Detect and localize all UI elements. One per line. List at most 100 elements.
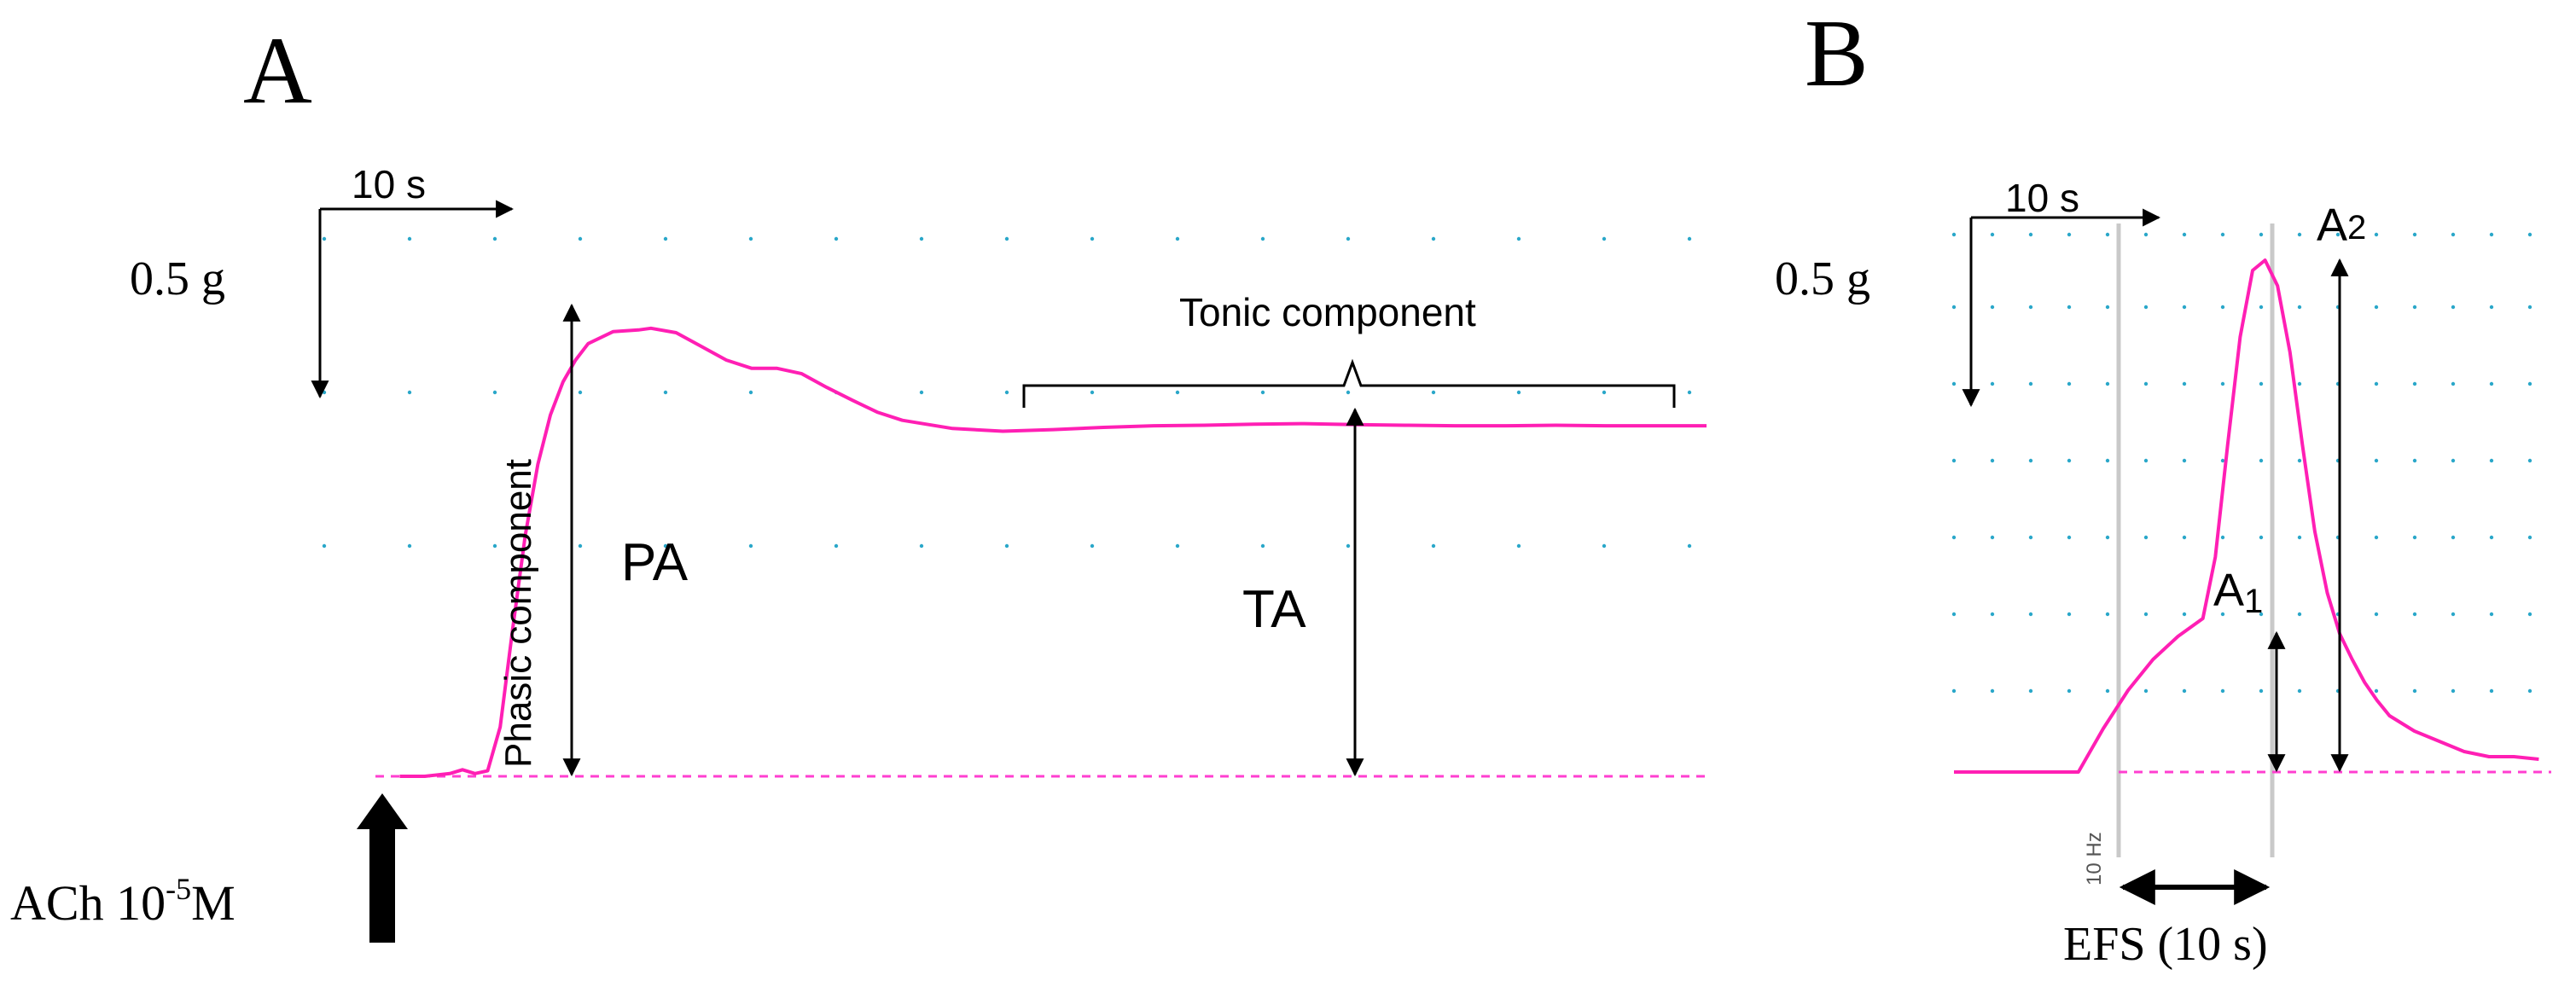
grid-dot xyxy=(492,236,497,241)
grid-dot xyxy=(2489,612,2494,617)
grid-dot xyxy=(663,390,668,395)
grid-dot xyxy=(2105,381,2110,386)
panel-a-tonic-component-label: Tonic component xyxy=(1179,290,1476,334)
grid-dot xyxy=(1951,612,1957,617)
grid-dot xyxy=(2182,305,2187,310)
grid-dot xyxy=(2412,381,2417,386)
grid-dot xyxy=(919,236,924,241)
panel-a: A 10 s 0.5 g Phasic component PA Tonic c… xyxy=(10,18,1707,943)
grid-dot xyxy=(919,390,924,395)
panel-b-frequency-label: 10 Hz xyxy=(2083,832,2106,885)
grid-dot xyxy=(2067,305,2072,310)
panel-a-ta-label: TA xyxy=(1242,580,1306,639)
grid-dot xyxy=(748,390,753,395)
grid-dot xyxy=(748,543,753,549)
panel-a-time-scale-label: 10 s xyxy=(352,162,426,206)
grid-dot xyxy=(1431,390,1436,395)
panel-b-efs-label: EFS (10 s) xyxy=(2063,918,2268,971)
grid-dot xyxy=(1951,232,1957,237)
grid-dot xyxy=(2527,688,2532,694)
grid-dot xyxy=(2182,688,2187,694)
grid-dot xyxy=(1990,305,1995,310)
grid-dot xyxy=(2028,232,2033,237)
grid-dot xyxy=(2489,381,2494,386)
panel-b-a2-label: A2 xyxy=(2317,200,2366,251)
panel-a-force-scale-label: 0.5 g xyxy=(130,253,225,305)
grid-dot xyxy=(1431,236,1436,241)
grid-dot xyxy=(748,236,753,241)
grid-dot xyxy=(2489,232,2494,237)
grid-dot xyxy=(2527,535,2532,540)
grid-dot xyxy=(1346,236,1351,241)
grid-dot xyxy=(1090,543,1095,549)
grid-dot xyxy=(1175,236,1180,241)
grid-dot xyxy=(2143,381,2149,386)
grid-dot xyxy=(1004,390,1009,395)
panel-a-stimulus-arrow xyxy=(357,793,408,943)
grid-dot xyxy=(2220,612,2225,617)
grid-dot xyxy=(2143,232,2149,237)
grid-dot xyxy=(2105,612,2110,617)
grid-dot xyxy=(2028,458,2033,463)
grid-dot xyxy=(2259,232,2264,237)
grid-dot xyxy=(1004,236,1009,241)
grid-dot xyxy=(1602,236,1607,241)
grid-dot xyxy=(2182,535,2187,540)
grid-dot xyxy=(2297,232,2302,237)
a2-subscript: 2 xyxy=(2347,209,2366,247)
panel-b-label: B xyxy=(1805,1,1869,107)
grid-dot xyxy=(2451,305,2456,310)
grid-dot xyxy=(2143,688,2149,694)
panel-b-scale-bar: 10 s 0.5 g xyxy=(1775,176,2161,408)
grid-dot xyxy=(2297,381,2302,386)
grid-dot xyxy=(663,543,668,549)
grid-dot xyxy=(2489,458,2494,463)
grid-dot xyxy=(1516,390,1521,395)
grid-dot xyxy=(2105,305,2110,310)
grid-dot xyxy=(2143,458,2149,463)
grid-dot xyxy=(2374,381,2379,386)
grid-dot xyxy=(2182,232,2187,237)
grid-dot xyxy=(2374,535,2379,540)
grid-dot xyxy=(2259,612,2264,617)
grid-dot xyxy=(919,543,924,549)
grid-dot xyxy=(1951,305,1957,310)
stimulus-label-exponent: -5 xyxy=(166,872,191,906)
grid-dot xyxy=(2182,381,2187,386)
grid-dot xyxy=(2105,688,2110,694)
grid-dot xyxy=(2259,381,2264,386)
grid-dot xyxy=(2028,612,2033,617)
grid-dot xyxy=(1990,688,1995,694)
grid-dot xyxy=(2220,535,2225,540)
a1-base: A xyxy=(2213,565,2244,616)
grid-dot xyxy=(2297,458,2302,463)
grid-dot xyxy=(578,236,583,241)
grid-dot xyxy=(2451,381,2456,386)
grid-dot xyxy=(2412,458,2417,463)
grid-dot xyxy=(2105,232,2110,237)
grid-dot xyxy=(1990,381,1995,386)
grid-dot xyxy=(2259,688,2264,694)
grid-dot xyxy=(1990,612,1995,617)
panel-a-pa-label: PA xyxy=(621,533,689,592)
panel-b-force-scale-label: 0.5 g xyxy=(1775,253,1870,305)
grid-dot xyxy=(2489,688,2494,694)
grid-dot xyxy=(578,390,583,395)
stimulus-label-main: ACh 10 xyxy=(10,875,166,931)
grid-dot xyxy=(1990,535,1995,540)
grid-dot xyxy=(1260,390,1265,395)
grid-dot xyxy=(834,543,839,549)
grid-dot xyxy=(2028,535,2033,540)
grid-dot xyxy=(407,543,412,549)
grid-dot xyxy=(2451,535,2456,540)
panel-a-stimulus-label: ACh 10-5M xyxy=(10,872,236,931)
grid-dot xyxy=(2527,381,2532,386)
grid-dot xyxy=(2297,535,2302,540)
a2-base: A xyxy=(2317,200,2347,251)
grid-dot xyxy=(1090,236,1095,241)
grid-dot xyxy=(2067,381,2072,386)
grid-dot xyxy=(1990,458,1995,463)
grid-dot xyxy=(578,543,583,549)
grid-dot xyxy=(2143,305,2149,310)
